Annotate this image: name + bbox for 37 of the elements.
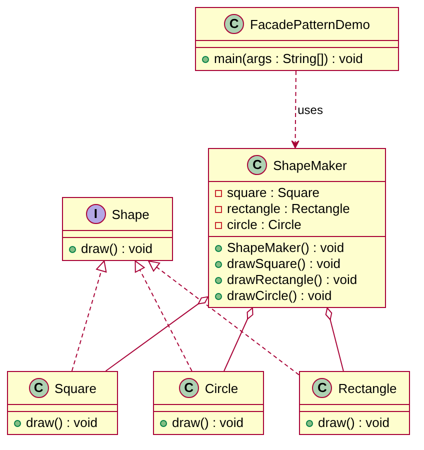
method-text: drawSquare() : void <box>227 256 340 272</box>
class-name: Circle <box>204 380 238 396</box>
aggregation-line <box>105 296 208 372</box>
dashed-arrow <box>134 260 192 372</box>
method-text: main(args : String[]) : void <box>214 51 363 67</box>
method-text: ShapeMaker() : void <box>227 240 344 256</box>
dashed-arrow <box>291 70 300 148</box>
attribute-text: circle : Circle <box>227 217 302 233</box>
method-text: drawRectangle() : void <box>227 272 358 288</box>
attribute-text: rectangle : Rectangle <box>227 201 350 217</box>
class-box <box>7 371 118 435</box>
class-box <box>299 371 410 435</box>
method-text: draw() : void <box>81 241 153 257</box>
stereotype-badge: C <box>312 378 332 398</box>
dashed-arrow <box>148 260 300 376</box>
class-name: Square <box>54 380 96 396</box>
stereotype-badge: I <box>86 204 106 224</box>
stereotype-badge: C <box>178 378 199 398</box>
class-name: Shape <box>112 206 150 222</box>
class-box <box>62 197 173 261</box>
method-text: drawCircle() : void <box>227 288 332 304</box>
class-box <box>208 148 386 308</box>
method-text: draw() : void <box>26 415 98 431</box>
stereotype-badge: C <box>28 378 49 398</box>
dashed-arrow <box>71 260 107 372</box>
attribute-text: square : Square <box>227 185 320 201</box>
class-box <box>153 371 264 435</box>
stereotype-badge: C <box>224 14 244 34</box>
stereotype-badge: C <box>247 155 268 175</box>
class-box <box>195 7 399 71</box>
method-text: draw() : void <box>318 415 390 431</box>
class-name: ShapeMaker <box>273 158 347 172</box>
class-name: FacadePatternDemo <box>250 16 370 32</box>
aggregation-line <box>325 308 344 372</box>
class-name: Rectangle <box>338 380 397 396</box>
aggregation-line <box>224 308 254 372</box>
method-text: draw() : void <box>172 415 244 431</box>
